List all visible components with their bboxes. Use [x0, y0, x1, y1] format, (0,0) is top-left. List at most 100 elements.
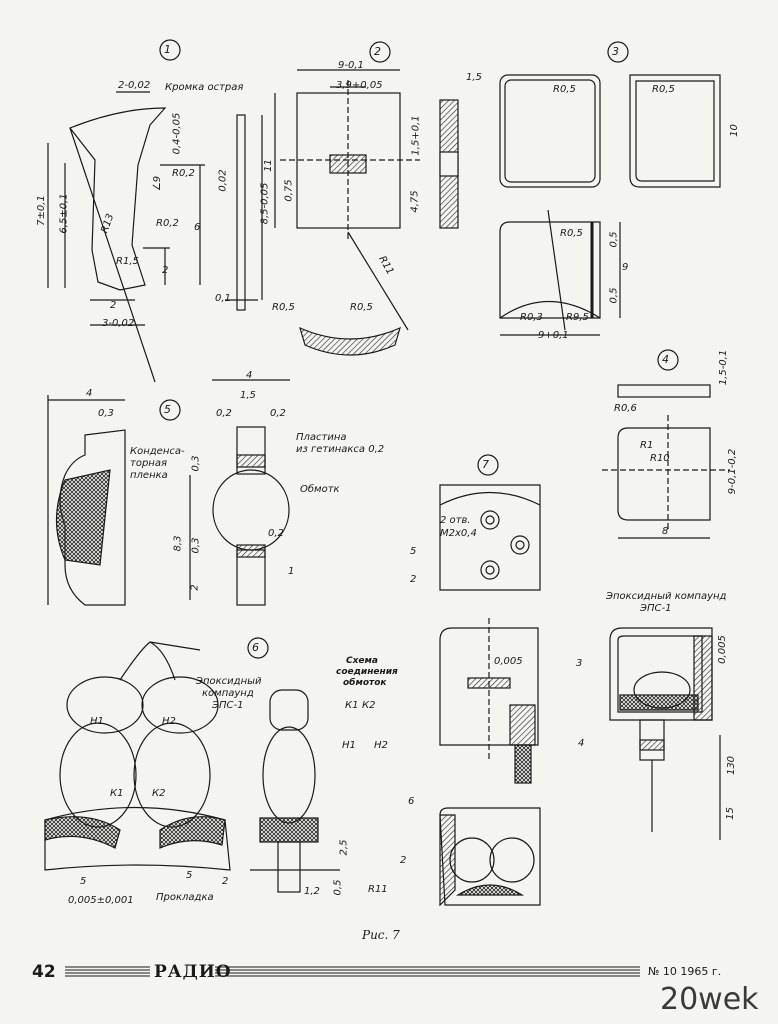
figure-7-number: 7 [482, 458, 489, 471]
dim-label: 0,75 [283, 179, 295, 202]
note-label: компаунд [202, 688, 254, 699]
dim-label: 0,2 [216, 408, 232, 419]
figure-3-drawing [499, 41, 721, 336]
coil-label: К1 [345, 700, 359, 711]
dim-label: 1,5-0,1 [718, 349, 730, 386]
dim-label: R0,2 [156, 218, 179, 229]
coil-label: Н1 [90, 716, 104, 727]
dim-label: 0,2 [268, 528, 284, 539]
note-label: ЭПС-1 [640, 603, 672, 614]
figure-2-number: 2 [374, 45, 381, 58]
dim-label: 3-0,02 [102, 318, 135, 329]
dim-label: 2 [189, 584, 201, 591]
figure-7-drawing [439, 454, 541, 907]
note-label: ЭПС-1 [212, 700, 244, 711]
figure-1-number: 1 [164, 43, 171, 56]
dim-label: 130 [726, 755, 738, 776]
dim-label: 1,5 [240, 390, 256, 401]
magazine-name: РАДИО [154, 962, 232, 982]
dim-label: 1,2 [304, 886, 320, 897]
dim-label: R0,5 [272, 302, 295, 313]
scheme-label: обмоток [343, 678, 387, 688]
coil-label: К1 [110, 788, 124, 799]
dim-label: R10 [650, 453, 670, 464]
dim-label: 15 [724, 807, 736, 820]
figure-4-drawing [602, 349, 730, 539]
note-label: Прокладка [156, 892, 214, 903]
dim-label: R0,3 [520, 312, 543, 323]
dim-label: 8,5-0,05 [259, 182, 271, 225]
dim-label: R0,5 [350, 302, 373, 313]
dim-label: 2 [110, 300, 117, 311]
note-label: Кромка острая [165, 82, 244, 93]
page-number: 42 [32, 962, 56, 982]
dim-label: 9-0,1 [338, 60, 364, 71]
footer-rules [65, 966, 640, 977]
dim-label: 10 [728, 124, 740, 137]
figure-caption: Рис. 7 [362, 928, 400, 942]
part-number: 5 [186, 870, 193, 881]
dim-label: R0,5 [652, 84, 675, 95]
dim-label: ∠9 [152, 175, 164, 192]
dim-label: 8,3 [172, 535, 184, 552]
figure-6-drawing [44, 637, 340, 893]
dim-label: 9 [622, 262, 629, 273]
note-label: Эпоксидный компаунд [606, 591, 727, 602]
coil-label: Н1 [342, 740, 356, 751]
figure-2-drawing [274, 41, 459, 356]
coil-label: К2 [362, 700, 376, 711]
dim-label: 0,3 [190, 455, 202, 472]
dim-label: 2,5 [338, 839, 350, 856]
figure-5-number: 5 [164, 403, 171, 416]
dim-label: R11 [368, 884, 388, 895]
dim-label: 8 [662, 526, 669, 537]
dim-label: 4,75 [409, 190, 421, 213]
figure-3-number: 3 [612, 45, 619, 58]
dim-label: 0,02 [217, 169, 229, 192]
dim-label: 5 [410, 546, 417, 557]
coil-label: Н2 [374, 740, 388, 751]
figure-assembly-drawing [609, 627, 721, 840]
dim-label: 7±0,1 [35, 195, 47, 226]
part-number: 4 [578, 738, 585, 749]
note-label: 2 отв. [440, 515, 471, 526]
note-label: Конденса- [130, 446, 185, 457]
dim-label: 0,5 [608, 231, 620, 248]
dim-label: R9,5 [566, 312, 589, 323]
part-number: 1 [288, 566, 295, 577]
dim-label: 3,9+0,05 [336, 80, 383, 91]
dim-label: 0,2 [270, 408, 286, 419]
part-number: 5 [80, 876, 87, 887]
note-label: пленка [130, 470, 168, 481]
dim-label: R0,6 [614, 403, 637, 414]
note-label: из гетинакса 0,2 [296, 444, 385, 455]
figure-1-drawing [47, 39, 263, 383]
note-label: М2х0,4 [440, 528, 477, 539]
dim-label: 2 [162, 265, 169, 276]
dim-label: R0,5 [560, 228, 583, 239]
scheme-label: соединения [336, 667, 398, 677]
watermark: 20wek [660, 982, 759, 1017]
dim-label: 2-0,02 [118, 80, 151, 91]
coil-label: Н2 [162, 716, 176, 727]
coil-label: К2 [152, 788, 166, 799]
dim-label: 0,005±0,001 [68, 895, 134, 906]
dim-label: 2 [410, 574, 417, 585]
scheme-label: Схема [346, 656, 378, 666]
note-label: Обмотк [300, 484, 340, 495]
note-label: Пластина [296, 432, 347, 443]
dim-label: 0,5 [608, 287, 620, 304]
dim-label: R0,5 [553, 84, 576, 95]
dim-label: 0,4-0,05 [171, 112, 183, 155]
note-label: торная [130, 458, 167, 469]
dim-label: 1,5+0,1 [410, 115, 422, 156]
issue-label: № 10 1965 г. [648, 965, 722, 978]
dim-label: 4 [246, 370, 253, 381]
figure-4-number: 4 [662, 353, 669, 366]
note-label: Эпоксидный [196, 676, 262, 687]
figure-6-number: 6 [252, 641, 259, 654]
part-number: 6 [408, 796, 415, 807]
dim-label: 9+0,1 [538, 330, 569, 341]
part-number: 2 [400, 855, 407, 866]
